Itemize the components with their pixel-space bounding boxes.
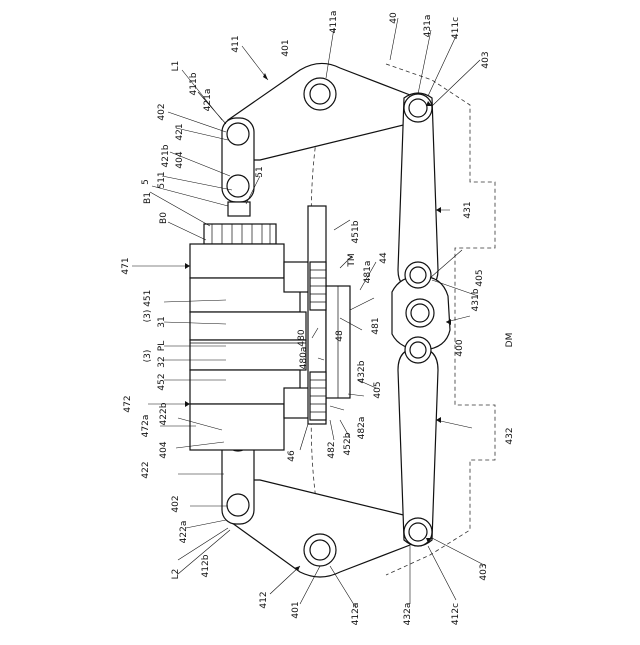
label-482a: 482a — [357, 417, 367, 440]
label-411: 411 — [231, 35, 241, 52]
label-DM: DM — [505, 333, 515, 348]
label-401-top: 401 — [281, 39, 291, 56]
label-421b: 421b — [161, 144, 171, 167]
label-32: 32 — [157, 356, 167, 367]
label-480: 480 — [297, 329, 307, 346]
body-32 — [190, 340, 306, 370]
label-432b: 432b — [357, 360, 367, 383]
label-431a: 431a — [423, 15, 433, 38]
label-432: 432 — [505, 427, 515, 444]
label-405-top: 405 — [475, 269, 485, 286]
body-472 — [190, 404, 284, 450]
pin-402-top — [227, 123, 249, 145]
bearing-b1 — [204, 224, 276, 244]
label-471: 471 — [121, 257, 131, 274]
body-31 — [190, 312, 306, 340]
label-404-top: 404 — [175, 151, 185, 168]
tab-upper — [284, 262, 310, 292]
label-B1: B1 — [143, 192, 153, 204]
label-5: 5 — [141, 179, 151, 185]
label-422b: 422b — [159, 402, 169, 425]
label-44: 44 — [379, 252, 389, 264]
label-40: 40 — [389, 12, 399, 24]
label-422: 422 — [141, 461, 151, 478]
label-421: 421 — [175, 123, 185, 140]
label-51: 51 — [255, 166, 265, 177]
label-412c: 412c — [451, 603, 461, 625]
connector-51 — [228, 202, 250, 216]
label-403-bottom: 403 — [479, 563, 489, 580]
label-452b: 452b — [343, 432, 353, 455]
label-402-bottom: 402 — [171, 495, 181, 512]
label-411a: 411a — [329, 11, 339, 34]
label-48: 48 — [335, 330, 345, 342]
pin-401-top — [304, 78, 336, 110]
label-482: 482 — [327, 441, 337, 458]
label-480a: 480a — [299, 347, 309, 370]
label-511: 511 — [157, 171, 167, 188]
pin-405-top — [405, 262, 431, 288]
label-432a: 432a — [403, 603, 413, 626]
label-412b: 412b — [201, 554, 211, 577]
body-471 — [190, 244, 284, 278]
pin-403-top — [404, 94, 432, 122]
label-B0: B0 — [159, 212, 169, 224]
label-451b: 451b — [351, 220, 361, 243]
label-400: 400 — [455, 339, 465, 356]
label-31: 31 — [157, 316, 167, 327]
label-403-top: 403 — [481, 51, 491, 68]
pin-402-bottom — [227, 494, 249, 516]
label-411c: 411c — [451, 17, 461, 39]
lower-long-link-432 — [398, 348, 438, 546]
label-452: 452 — [157, 373, 167, 390]
label-PL: PL — [157, 341, 167, 351]
label-402-top: 402 — [157, 103, 167, 120]
pin-404-top — [227, 175, 249, 197]
label-3-451: (3) 451 — [143, 290, 153, 323]
label-412a: 412a — [351, 603, 361, 626]
label-401-bottom: 401 — [291, 601, 301, 618]
central-pin-44 — [406, 299, 434, 327]
label-L1: L1 — [171, 61, 181, 72]
label-46: 46 — [287, 450, 297, 462]
label-422a: 422a — [179, 521, 189, 544]
label-3-32-paren: (3) — [143, 350, 153, 363]
label-431b: 431b — [471, 288, 481, 311]
label-481: 481 — [371, 317, 381, 334]
label-472a: 472a — [141, 415, 151, 438]
label-405-bottom: 405 — [373, 381, 383, 398]
label-TM: TM — [347, 253, 357, 267]
label-472: 472 — [123, 395, 133, 412]
label-L2: L2 — [171, 569, 181, 580]
label-421a: 421a — [203, 89, 213, 112]
pin-405-bottom — [405, 337, 431, 363]
label-411b: 411b — [189, 72, 199, 95]
label-481a: 481a — [363, 261, 373, 284]
label-404-bottom: 404 — [159, 441, 169, 458]
label-431: 431 — [463, 201, 473, 218]
label-412: 412 — [259, 591, 269, 608]
tab-lower — [284, 388, 310, 418]
upper-link-plate-411 — [228, 63, 432, 160]
pin-401-bottom — [304, 534, 336, 566]
